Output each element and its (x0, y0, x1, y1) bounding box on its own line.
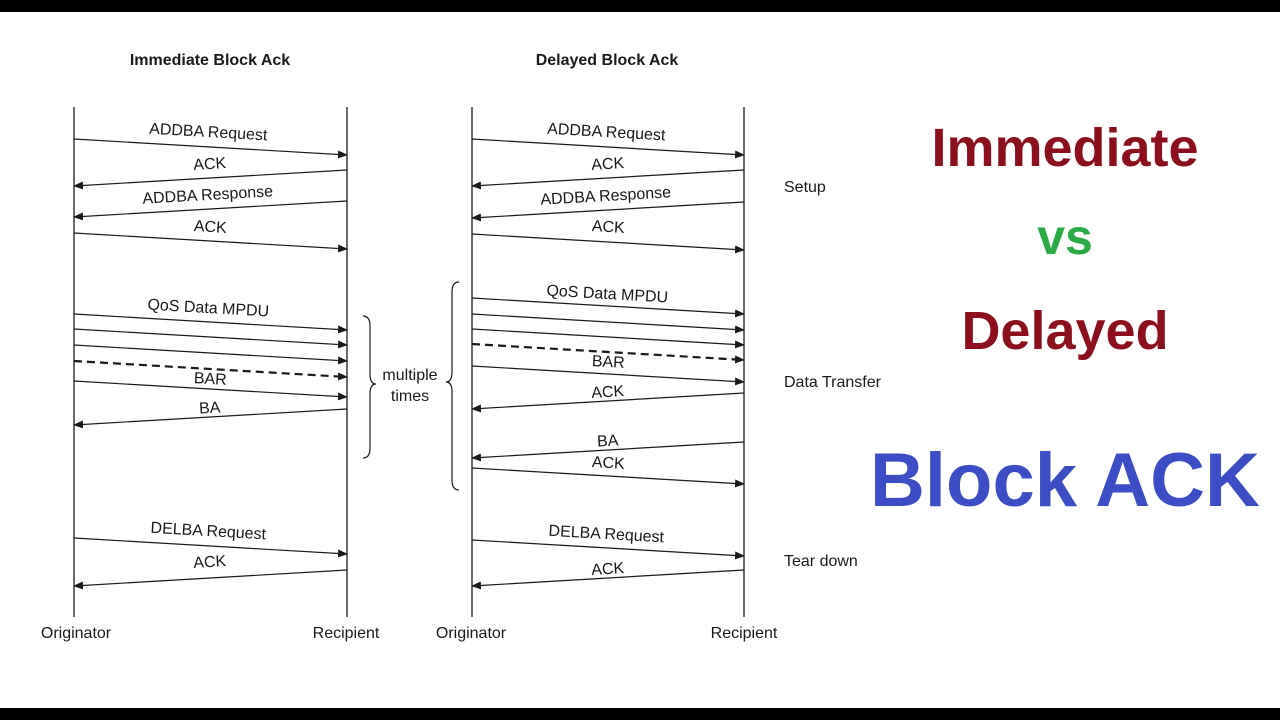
left-arrow-addba-request (73, 138, 348, 159)
right-arrow-ack-3 (471, 392, 745, 413)
right-label-ba: BA (597, 432, 620, 450)
left-label-addba-response: ADDBA Response (142, 183, 274, 208)
left-arrow-delba-request (73, 537, 348, 558)
left-arrow-qos-data-1 (73, 313, 348, 334)
phase-data-transfer: Data Transfer (784, 374, 882, 391)
left-arrow-addba-response (73, 200, 348, 221)
right-brace (445, 281, 460, 491)
right-arrow-qos-data-1 (471, 297, 745, 318)
block-ack-diagram: Immediate Block Ack ADDBA Request ACK AD… (41, 52, 882, 642)
headline-immediate: Immediate (931, 118, 1199, 178)
right-arrow-bar-dashed (471, 342, 745, 364)
left-label-ba: BA (199, 399, 222, 417)
left-brace (362, 315, 377, 459)
right-label-addba-response: ADDBA Response (540, 184, 672, 209)
left-label-delba-request: DELBA Request (150, 520, 267, 544)
right-recipient-label: Recipient (711, 625, 778, 642)
left-arrow-qos-data-3 (73, 344, 348, 365)
phase-tear-down: Tear down (784, 553, 858, 570)
right-label-addba-request: ADDBA Request (547, 121, 667, 145)
right-arrow-ack-5 (471, 569, 745, 590)
right-arrow-bar (471, 365, 745, 386)
headline-delayed: Delayed (961, 301, 1169, 361)
right-label-ack-5: ACK (591, 560, 625, 579)
bracket-label-times: times (391, 388, 429, 405)
delayed-diagram-title: Delayed Block Ack (536, 52, 679, 69)
right-label-ack-4: ACK (591, 454, 625, 473)
left-originator-label: Originator (41, 625, 112, 642)
right-label-ack-3: ACK (591, 383, 625, 402)
right-arrow-ack-2 (471, 233, 745, 254)
left-label-qos-data: QoS Data MPDU (147, 297, 270, 321)
left-recipient-label: Recipient (313, 625, 380, 642)
left-arrow-bar (73, 380, 348, 401)
left-arrow-ack-2 (73, 232, 348, 253)
left-label-ack-1: ACK (193, 155, 227, 174)
phase-setup: Setup (784, 179, 826, 196)
right-label-ack-2: ACK (591, 218, 625, 237)
right-label-qos-data: QoS Data MPDU (546, 283, 669, 307)
left-arrow-ba (73, 408, 348, 429)
right-arrow-ba (471, 441, 745, 462)
right-arrow-qos-data-2 (471, 313, 745, 334)
immediate-diagram-title: Immediate Block Ack (130, 52, 290, 69)
left-arrow-bar-dashed (73, 359, 348, 381)
left-label-addba-request: ADDBA Request (149, 121, 269, 145)
right-arrow-qos-data-3 (471, 328, 745, 349)
left-label-ack-2: ACK (193, 218, 227, 237)
bracket-label-multiple: multiple (382, 367, 437, 384)
slide: Immediate Block Ack ADDBA Request ACK AD… (0, 12, 1280, 708)
headline-block-ack: Block ACK (870, 438, 1260, 523)
left-arrow-ack-1 (73, 169, 348, 190)
right-arrow-addba-request (471, 138, 745, 159)
right-arrow-addba-response (471, 201, 745, 222)
right-originator-label: Originator (436, 625, 507, 642)
right-label-delba-request: DELBA Request (548, 523, 665, 547)
right-label-bar: BAR (591, 353, 625, 372)
right-label-ack-1: ACK (591, 155, 625, 174)
left-arrow-ack-3 (73, 569, 348, 590)
right-arrow-ack-1 (471, 169, 745, 190)
left-arrow-qos-data-2 (73, 328, 348, 349)
headline-vs: vs (1037, 209, 1093, 265)
right-arrow-ack-4 (471, 467, 745, 488)
right-arrow-delba-request (471, 539, 745, 560)
left-label-ack-3: ACK (193, 553, 227, 572)
left-label-bar: BAR (193, 370, 227, 389)
